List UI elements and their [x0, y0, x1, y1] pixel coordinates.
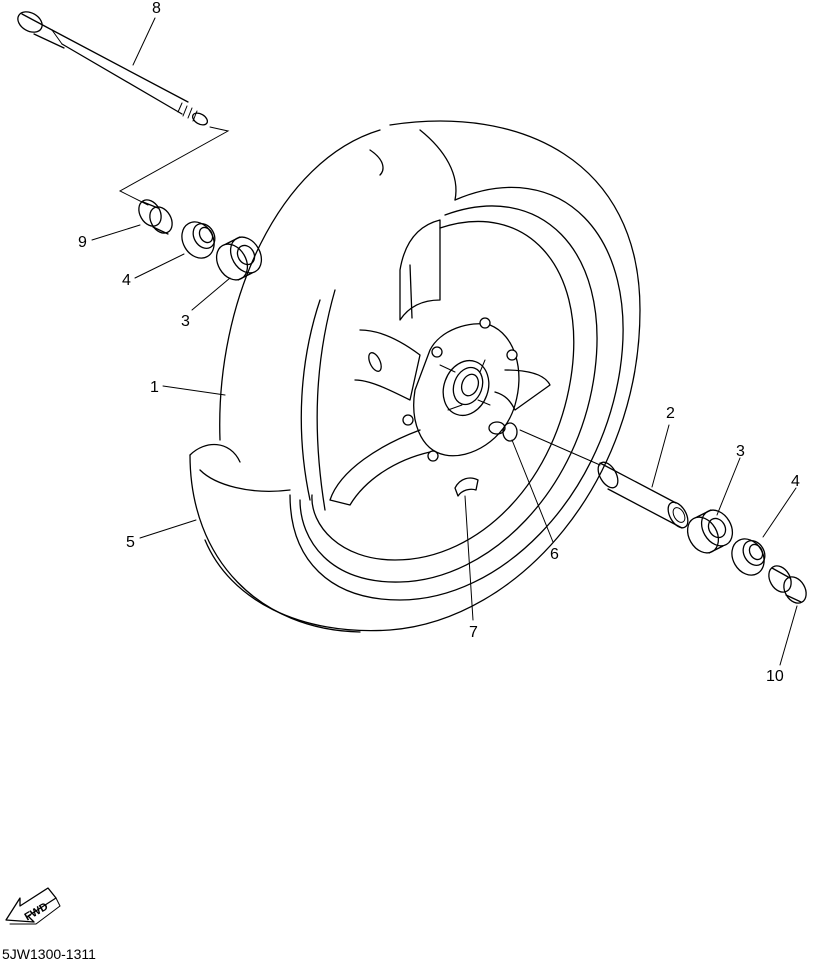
callout-10: 10 — [766, 668, 784, 685]
forward-direction-badge: FWD — [5, 887, 61, 925]
callout-7: 7 — [469, 624, 478, 641]
callout-8: 8 — [152, 0, 161, 17]
oil-seal-right — [731, 538, 766, 576]
callout-1: 1 — [150, 379, 159, 396]
leader-lines — [91, 17, 798, 666]
callout-4-right: 4 — [791, 473, 800, 490]
fwd-label: FWD — [23, 901, 51, 924]
bearing-left — [215, 236, 263, 281]
callout-6: 6 — [550, 546, 559, 563]
spacer-collar — [597, 461, 689, 529]
oil-seal-left — [181, 221, 216, 259]
callout-3-right: 3 — [736, 443, 745, 460]
callout-9: 9 — [78, 234, 87, 251]
callout-5: 5 — [126, 534, 135, 551]
bearing-right — [686, 509, 734, 554]
callout-4-left: 4 — [122, 272, 131, 289]
collar-right — [768, 565, 807, 604]
front-wheel — [189, 120, 641, 633]
alignment-bracket — [118, 126, 230, 206]
axle-shaft — [17, 11, 209, 126]
callout-labels: 8 9 4 3 1 5 2 3 4 6 7 10 — [78, 0, 800, 685]
collar-left — [138, 199, 173, 235]
callout-2: 2 — [666, 405, 675, 422]
callout-3-left: 3 — [181, 313, 190, 330]
diagram-code: 5JW1300-1311 — [2, 946, 96, 962]
